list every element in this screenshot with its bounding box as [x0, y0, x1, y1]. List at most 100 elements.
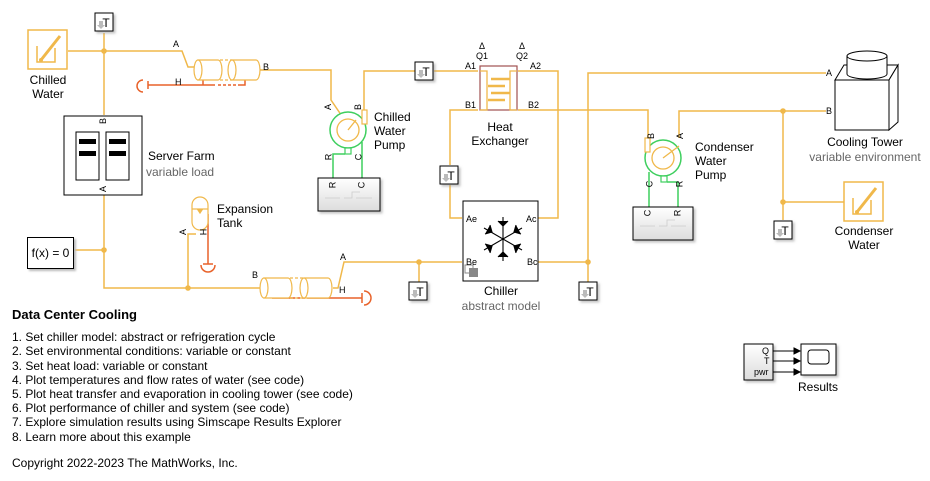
- expansion-tank-label-line2: Tank: [217, 216, 243, 230]
- expansion-tank-block[interactable]: [191, 196, 209, 231]
- chilled-pump-label-line3: Pump: [374, 138, 406, 152]
- expansion-tank-port-h: H: [198, 228, 209, 236]
- chilled-controller-port-r: R: [327, 181, 338, 189]
- pipe-top-block[interactable]: [193, 59, 261, 81]
- chilled-pump-port-r: R: [323, 153, 334, 161]
- temperature-sensor-hx-inlet[interactable]: [415, 62, 433, 80]
- condenser-water-label-line2: Water: [848, 238, 880, 252]
- pipe-bottom-block[interactable]: [259, 277, 333, 299]
- results-subsystem-block[interactable]: [743, 343, 802, 381]
- expansion-tank-label-line1: Expansion: [217, 202, 274, 216]
- temperature-sensor-condenser[interactable]: [774, 221, 792, 239]
- line-hx-to-condenser-pump[interactable]: [518, 109, 649, 138]
- condenser-water-reservoir-block[interactable]: [843, 181, 884, 222]
- temperature-sensor-chiller-ae[interactable]: [440, 166, 458, 184]
- chilled-water-reservoir-block[interactable]: [27, 29, 68, 70]
- annotation-item-learn-more[interactable]: 8. Learn more about this example: [12, 429, 191, 444]
- line-hx-to-chiller-ac[interactable]: [518, 70, 559, 219]
- pipe-top-port-a: A: [173, 39, 180, 49]
- results-label: Results: [797, 380, 838, 394]
- line-chiller-to-cooling-tower[interactable]: [538, 72, 822, 263]
- chilled-pump-label-line1: Chilled: [374, 110, 411, 124]
- condenser-water-label-line1: Condenser: [834, 224, 894, 238]
- condenser-pump-port-b: B: [646, 132, 657, 140]
- cooling-tower-block[interactable]: [834, 50, 899, 132]
- condenser-water-label: Condenser Water: [830, 224, 898, 252]
- annotation-item-environment[interactable]: 2. Set environmental conditions: variabl…: [12, 344, 291, 359]
- cooling-tower-label: Cooling Tower: [827, 135, 903, 149]
- hx-label-line1: Heat: [487, 120, 513, 134]
- condenser-pump-label-line1: Condenser: [695, 140, 754, 154]
- chilled-water-pump-label: Chilled Water Pump: [374, 110, 411, 152]
- temperature-sensor-chiller-be[interactable]: [409, 282, 427, 300]
- server-farm-sublabel: variable load: [146, 165, 215, 179]
- line-expansion-tank[interactable]: [187, 233, 196, 288]
- heat-exchanger-block[interactable]: [479, 65, 518, 111]
- temperature-sensor-chilled-inlet[interactable]: [95, 13, 113, 31]
- annotation-item-chiller-model[interactable]: 1. Set chiller model: abstract or refrig…: [12, 330, 276, 345]
- expansion-tank-port-a: A: [178, 228, 189, 236]
- line-pump-to-sensor[interactable]: [363, 70, 415, 110]
- chiller-port-ae: Ae: [466, 214, 478, 224]
- server-farm-port-b: B: [98, 117, 109, 125]
- condenser-pump-label-line3: Pump: [695, 168, 727, 182]
- expansion-tank-label: Expansion Tank: [217, 202, 273, 230]
- chilled-pump-port-b: B: [353, 103, 364, 111]
- annotation-title: Data Center Cooling: [12, 307, 137, 322]
- solver-label: f(x) = 0: [31, 246, 70, 260]
- line-sensor-to-chiller-ae[interactable]: [449, 185, 462, 219]
- chilled-water-pump-block[interactable]: [329, 109, 368, 155]
- condenser-pump-port-c: C: [644, 180, 655, 188]
- chilled-pump-port-c: C: [353, 153, 364, 161]
- condenser-controller-port-r: R: [672, 209, 683, 217]
- condenser-controller-port-c: C: [642, 209, 653, 217]
- chiller-port-bc: Bc: [527, 257, 538, 267]
- annotation-item-plot-heat-transfer[interactable]: 5. Plot heat transfer and evaporation in…: [12, 387, 353, 402]
- hx-port-a1: A1: [465, 61, 477, 71]
- condenser-pump-port-r: R: [674, 180, 685, 188]
- chilled-pump-label-line2: Water: [374, 124, 406, 138]
- hx-label-line2: Exchanger: [471, 134, 529, 148]
- line-chilled-water-to-pipe[interactable]: [68, 50, 196, 68]
- solver-configuration-block[interactable]: f(x) = 0: [27, 237, 74, 269]
- line-hx-to-sensor[interactable]: [449, 109, 478, 165]
- pipe-top-port-h: H: [175, 77, 182, 87]
- chiller-block[interactable]: [462, 200, 539, 282]
- chilled-pump-controller-block[interactable]: [317, 177, 381, 212]
- server-farm-block[interactable]: [63, 115, 143, 196]
- annotation-item-heat-load[interactable]: 3. Set heat load: variable or constant: [12, 358, 208, 373]
- chilled-pump-port-a: A: [323, 103, 334, 111]
- junction-dots: [101, 48, 786, 291]
- chilled-controller-port-c: C: [356, 181, 367, 189]
- temperature-sensor-chiller-bc[interactable]: [579, 282, 597, 300]
- cooling-tower-sublabel: variable environment: [809, 150, 921, 164]
- pipe-top-port-b: B: [263, 62, 270, 72]
- pipe-bottom-port-h: H: [339, 285, 346, 295]
- condenser-water-pump-label: Condenser Water Pump: [695, 140, 754, 182]
- line-pipe-to-pump[interactable]: [260, 69, 349, 126]
- hx-port-a2: A2: [530, 61, 542, 71]
- line-server-to-pipe-bottom[interactable]: [103, 195, 260, 289]
- annotation-panel: Data Center Cooling 1. Set chiller model…: [12, 307, 353, 444]
- chiller-port-be: Be: [466, 257, 478, 267]
- condenser-pump-controller-block[interactable]: [632, 206, 694, 241]
- server-farm-port-a: A: [98, 185, 109, 193]
- line-pipe-to-chiller-be[interactable]: [333, 261, 462, 289]
- hx-port-q2: Q2: [516, 51, 529, 61]
- pipe-bottom-port-a: A: [340, 252, 347, 262]
- chiller-port-ac: Ac: [526, 214, 537, 224]
- chilled-water-label-line1: Chilled: [29, 73, 67, 87]
- copyright-text: Copyright 2022-2023 The MathWorks, Inc.: [12, 456, 238, 470]
- annotation-item-plot-temperatures[interactable]: 4. Plot temperatures and flow rates of w…: [12, 372, 305, 387]
- results-scope-block[interactable]: [800, 343, 837, 376]
- hx-port-b2: B2: [528, 100, 540, 110]
- chilled-water-label: Chilled Water: [20, 73, 76, 101]
- mechanical-lines-right: [648, 172, 679, 207]
- hx-port-b1: B1: [465, 100, 477, 110]
- results-port-t: T: [764, 356, 770, 366]
- condenser-water-pump-block[interactable]: [644, 137, 682, 183]
- annotation-list: 1. Set chiller model: abstract or refrig…: [12, 330, 353, 444]
- annotation-item-plot-performance[interactable]: 6. Plot performance of chiller and syste…: [12, 401, 290, 416]
- line-pump-to-cooling-tower[interactable]: [678, 110, 822, 138]
- annotation-item-results-explorer[interactable]: 7. Explore simulation results using Sims…: [12, 415, 342, 430]
